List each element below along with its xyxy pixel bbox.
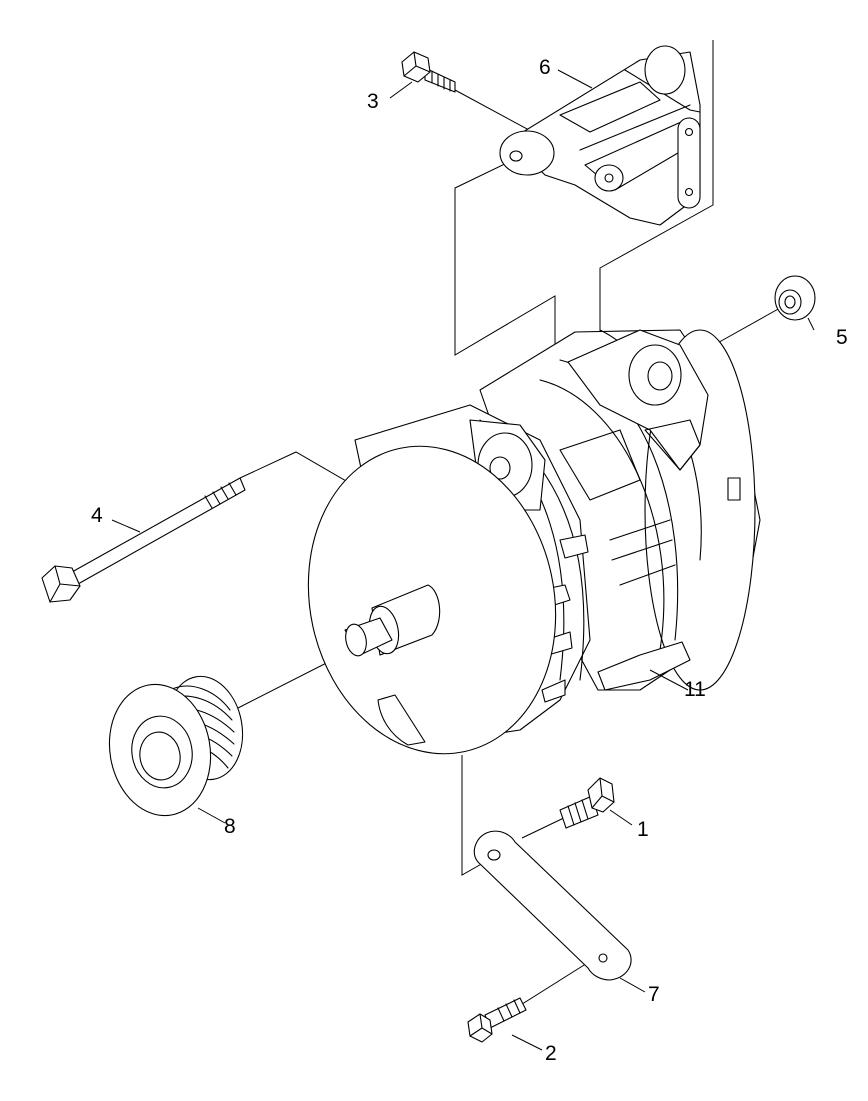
callout-8: 8	[224, 815, 236, 838]
nut-5	[774, 275, 816, 321]
alternator	[307, 329, 761, 755]
callout-6: 6	[539, 56, 551, 79]
callout-2: 2	[545, 1042, 557, 1065]
callout-4: 4	[91, 504, 103, 527]
strap-7	[473, 830, 632, 981]
callout-3: 3	[367, 90, 379, 113]
bolt-4	[41, 477, 246, 603]
bolt-2	[467, 997, 527, 1043]
callout-5: 5	[836, 326, 848, 349]
callouts: 3 6 5 4 8 1 11 7 2	[91, 56, 848, 1065]
callout-7: 7	[648, 983, 660, 1006]
leader-lines	[111, 69, 815, 1051]
callout-1: 1	[637, 818, 649, 841]
mounting-bracket	[499, 45, 701, 226]
bolt-1	[559, 777, 615, 829]
bolt-3	[401, 51, 456, 93]
pulley-8	[108, 675, 244, 817]
callout-11: 11	[684, 678, 706, 701]
